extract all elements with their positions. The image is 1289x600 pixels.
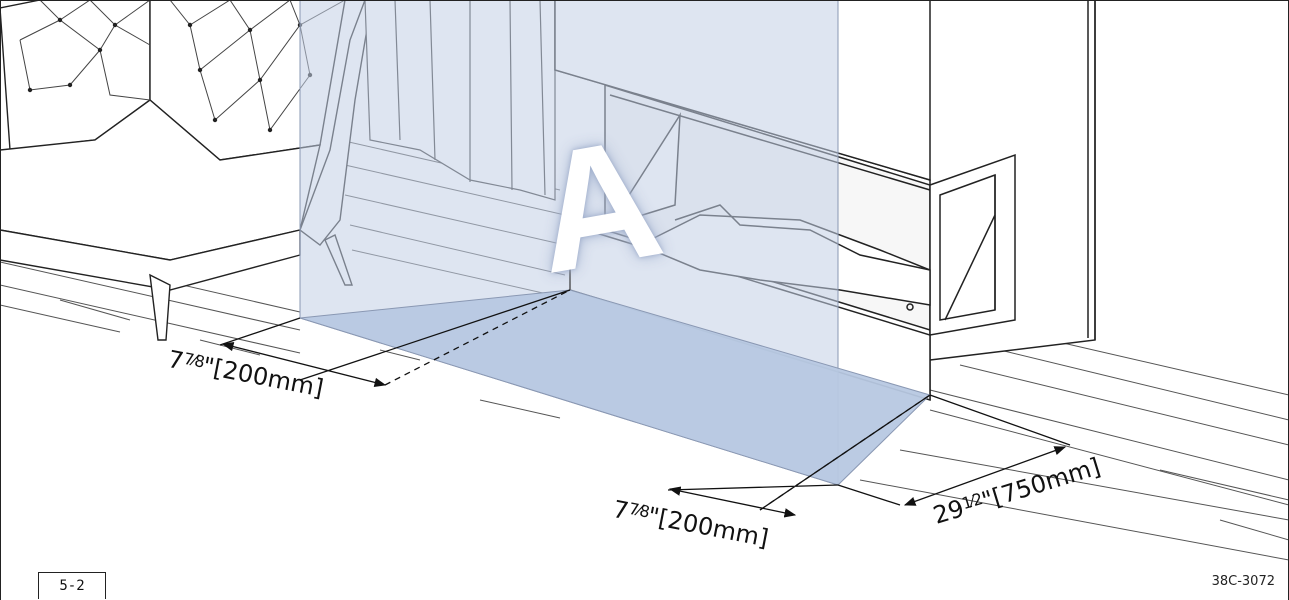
- clearance-zone: [299, 0, 931, 486]
- dimension-lines: [219, 289, 1071, 518]
- drawing-code: 38C-3072: [1211, 574, 1275, 589]
- figure-number: 5-2: [38, 572, 106, 599]
